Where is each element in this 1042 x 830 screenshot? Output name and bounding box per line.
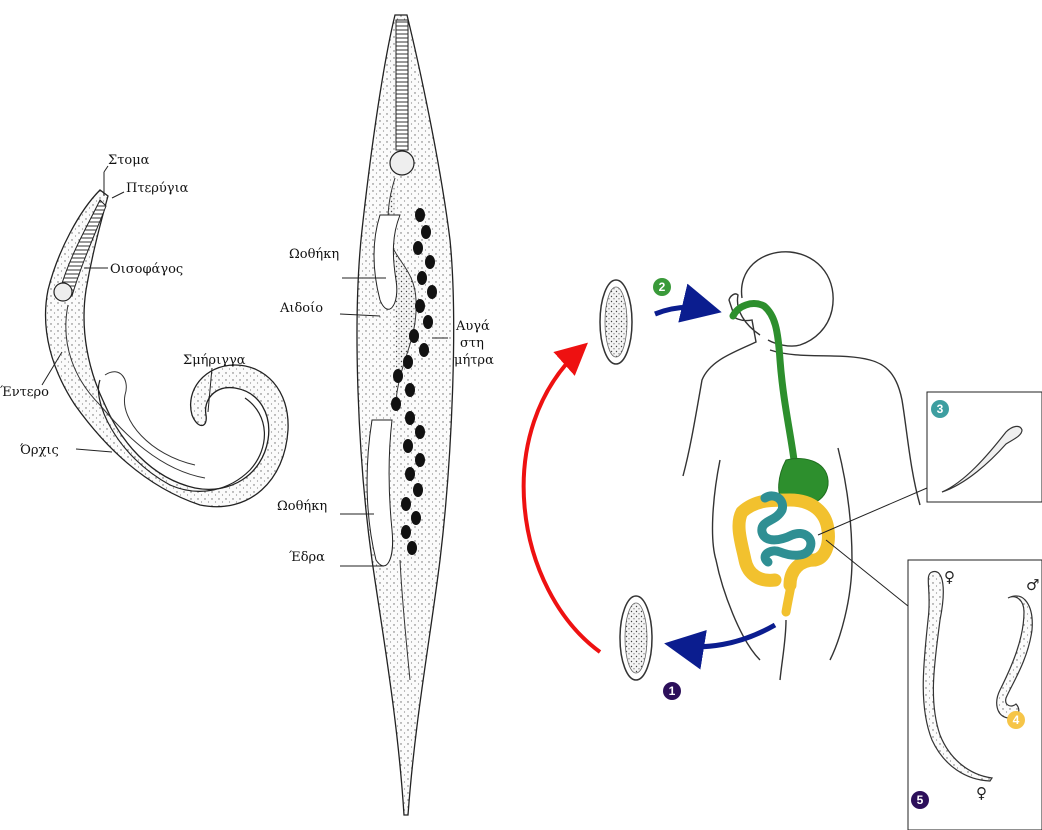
label-eggs-3: μήτρα	[454, 353, 494, 368]
arrow-ingestion	[655, 307, 712, 314]
label-testis: Όρχις	[20, 443, 59, 458]
label-ovary-upper: Ωοθήκη	[289, 247, 339, 262]
inset-larva-pointer	[818, 488, 927, 535]
female-symbol-upper: ♀	[944, 568, 955, 586]
egg-upper	[600, 280, 632, 364]
rectum	[786, 580, 792, 612]
stage-badge-4: 4	[1007, 711, 1025, 729]
stage-badge-1: 1	[663, 682, 681, 700]
upper-gi-tract	[733, 304, 794, 460]
label-vulva: Αιδοίο	[279, 301, 323, 316]
male-symbol: ♂	[1026, 576, 1039, 594]
male-worm-illustration: Στομα Πτερύγια Οισοφάγος Σμήριγγα Έντερο…	[0, 153, 288, 507]
egg-lower	[620, 596, 652, 680]
stage-badge-5: 5	[911, 791, 929, 809]
label-ovary-lower: Ωοθήκη	[277, 499, 327, 514]
life-cycle: ♀ ♂ ♀ 2 1 3 4 5	[524, 252, 1042, 830]
stage-badge-2: 2	[653, 278, 671, 296]
svg-text:1: 1	[669, 684, 676, 698]
label-eggs-1: Αυγά	[455, 319, 490, 334]
svg-text:3: 3	[937, 402, 944, 416]
female-symbol-lower: ♀	[976, 784, 987, 802]
leader-alae	[112, 192, 124, 198]
svg-text:4: 4	[1013, 713, 1020, 727]
female-worm-illustration: Ωοθήκη Αιδοίο Αυγά στη μήτρα Ωοθήκη Έδρα	[277, 15, 494, 815]
female-worm-bulb	[390, 151, 414, 175]
label-alae: Πτερύγια	[126, 181, 189, 196]
male-worm-bulb	[54, 283, 72, 301]
arrow-egg-deposit	[674, 625, 775, 647]
arrow-reinfection	[524, 348, 600, 652]
label-intestine: Έντερο	[0, 385, 49, 400]
svg-text:2: 2	[659, 280, 666, 294]
label-anus: Έδρα	[289, 550, 325, 565]
label-eggs-2: στη	[460, 336, 484, 351]
female-worm-esophagus	[396, 20, 408, 150]
stage-badge-3: 3	[931, 400, 949, 418]
leader-testis	[76, 449, 112, 452]
label-spicule: Σμήριγγα	[183, 353, 246, 368]
label-mouth: Στομα	[108, 153, 150, 168]
svg-text:5: 5	[917, 793, 924, 807]
male-worm-testis	[98, 380, 264, 491]
label-esophagus: Οισοφάγος	[110, 262, 183, 277]
inset-adults-pointer	[826, 540, 908, 606]
